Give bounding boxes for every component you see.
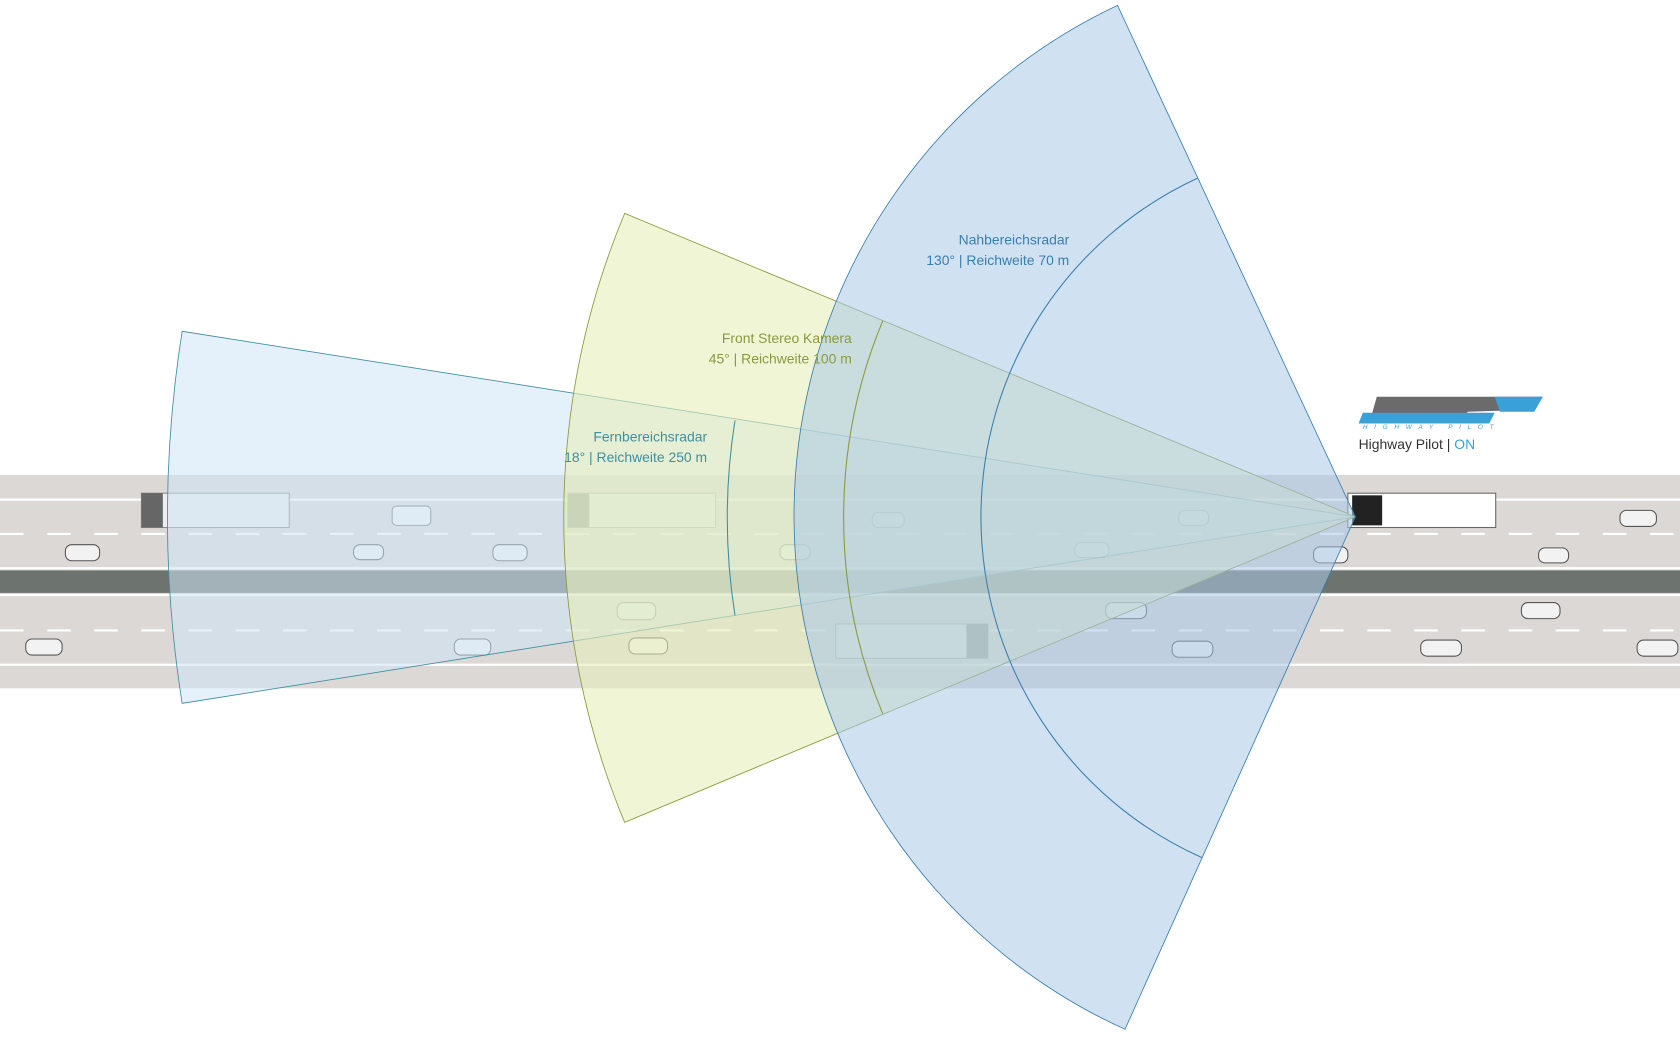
logo-subtitle: HIGHWAY PILOT xyxy=(1363,424,1495,431)
car xyxy=(25,638,63,656)
camera-name: Front Stereo Kamera xyxy=(722,330,852,346)
near-radar-name: Nahbereichsradar xyxy=(959,231,1070,247)
ego-truck xyxy=(1347,492,1497,529)
far-radar-spec: 18° | Reichweite 250 m xyxy=(564,449,707,465)
highway-pilot-logo: HIGHWAY PILOT xyxy=(1358,396,1543,431)
near-radar-spec: 130° | Reichweite 70 m xyxy=(926,252,1069,268)
camera-angle-arc xyxy=(843,320,884,715)
far-radar-angle-arc xyxy=(726,420,736,616)
highway-pilot-status: Highway Pilot | ON xyxy=(1359,436,1476,452)
car xyxy=(1538,547,1570,564)
status-separator: | xyxy=(1447,436,1451,452)
near-radar-coverage xyxy=(793,4,1356,1030)
near-radar-angle-arc xyxy=(980,177,1203,859)
status-label: Highway Pilot xyxy=(1359,436,1443,452)
car xyxy=(1619,509,1657,527)
car xyxy=(1520,602,1561,620)
car xyxy=(64,544,101,562)
far-radar-name: Fernbereichsradar xyxy=(593,429,707,445)
camera-spec: 45° | Reichweite 100 m xyxy=(709,350,852,366)
status-value: ON xyxy=(1454,436,1475,452)
car xyxy=(1636,639,1679,657)
car xyxy=(1420,639,1462,657)
